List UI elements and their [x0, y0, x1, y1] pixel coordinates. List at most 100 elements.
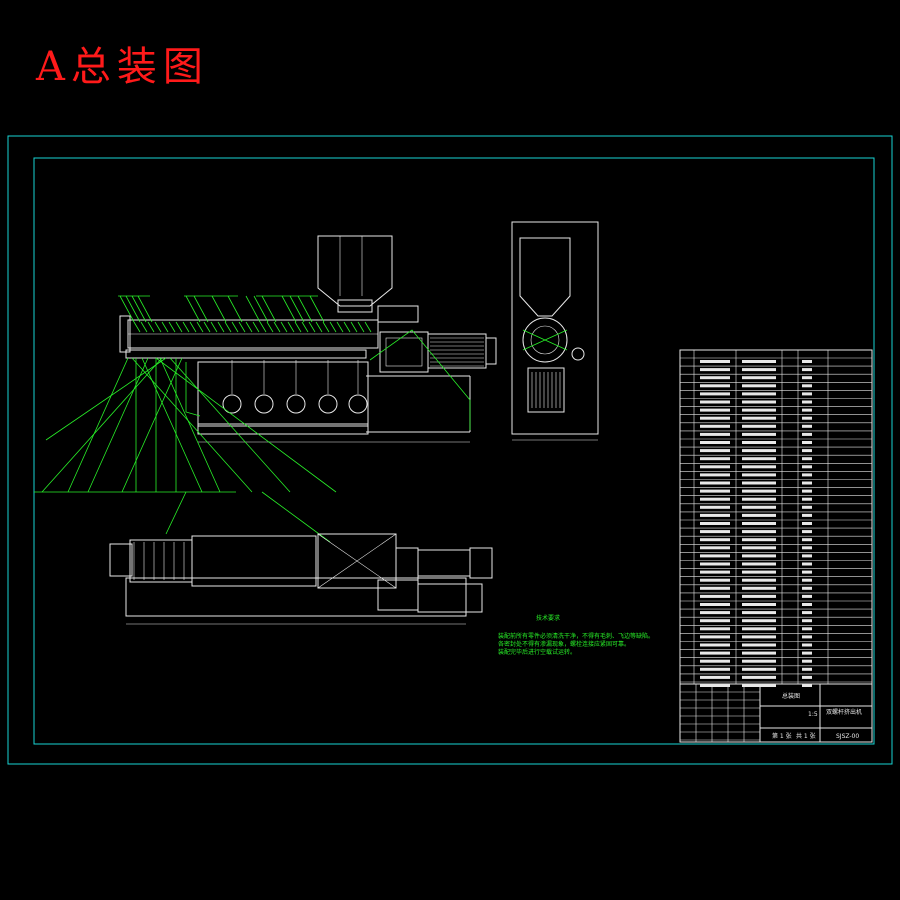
screw-flight [224, 321, 232, 333]
part-code [700, 473, 730, 477]
part-desc [742, 627, 776, 631]
part-desc [742, 513, 776, 517]
part-code [700, 578, 730, 582]
heater-unit [348, 394, 368, 414]
part-desc [742, 408, 776, 412]
part-code [700, 449, 730, 453]
part-code [700, 513, 730, 517]
part-desc [742, 684, 776, 687]
part-material [802, 611, 812, 615]
part-code [700, 643, 730, 647]
leader-line [67, 357, 129, 493]
leader-line [185, 295, 201, 323]
part-code [700, 400, 730, 404]
part-material [802, 538, 812, 542]
part-desc [742, 368, 776, 372]
part-material [802, 489, 812, 493]
heater-unit [286, 394, 306, 414]
part-code [700, 562, 730, 566]
leader-line [41, 357, 163, 493]
part-desc [742, 441, 776, 444]
part-code [700, 497, 730, 501]
drawing-name: 总装图 [782, 692, 800, 700]
part-code [700, 635, 730, 639]
part-code [700, 586, 730, 590]
part-material [802, 554, 812, 558]
part-desc [742, 473, 776, 477]
screw-flight [175, 321, 183, 333]
leader-line [261, 295, 277, 323]
part-material [802, 570, 812, 574]
screw-flight [140, 321, 148, 333]
parts-table-border [679, 349, 873, 685]
screw-flight [161, 321, 169, 333]
part-code [700, 675, 730, 679]
part-desc [742, 400, 776, 404]
part-material [802, 505, 812, 509]
leader-line [141, 357, 203, 493]
part-material [802, 416, 812, 420]
part-material [802, 408, 812, 412]
part-code [700, 376, 730, 380]
leader-line [369, 329, 471, 430]
drawing-number: SJSZ-00 [836, 733, 859, 740]
screw-flight [147, 321, 155, 333]
screw-flight [273, 321, 281, 333]
part-material [802, 424, 812, 428]
screw-flight [231, 321, 239, 333]
plan-view [109, 533, 493, 625]
part-desc [742, 578, 776, 582]
part-code [700, 505, 730, 509]
part-desc [742, 465, 776, 469]
part-code [700, 522, 730, 525]
notes-heading: 技术要求 [536, 614, 560, 622]
sheet-count: 共 1 张 [796, 732, 816, 740]
part-desc [742, 586, 776, 590]
part-material [802, 441, 812, 444]
screw-flight [259, 321, 267, 333]
outer-frame [7, 135, 893, 765]
leader-line [131, 295, 147, 323]
part-desc [742, 416, 776, 420]
screw-flight [322, 321, 330, 333]
part-code [700, 667, 730, 671]
part-code [700, 538, 730, 542]
screw-flight [210, 321, 218, 333]
leader-line [297, 295, 313, 323]
notes-line: 装配前所有零件必须清洗干净，不得有毛刺、飞边等缺陷。 [498, 632, 654, 640]
leader-line [159, 357, 221, 493]
front-view [119, 235, 497, 443]
screw-flight [350, 321, 358, 333]
part-material [802, 384, 812, 388]
part-material [802, 643, 812, 647]
leader-line [253, 295, 269, 323]
part-desc [742, 522, 776, 525]
title-block: 总装图 双螺杆挤出机 SJSZ-00 1:5 第 1 张 共 1 张 [679, 683, 873, 743]
part-code [700, 441, 730, 444]
part-code [700, 392, 730, 396]
notes-line: 各密封处不得有渗漏现象，螺栓连接应紧固可靠。 [498, 640, 630, 648]
part-material [802, 530, 812, 534]
heater-unit [318, 394, 338, 414]
part-desc [742, 651, 776, 655]
screw-flight [154, 321, 162, 333]
part-material [802, 465, 812, 469]
part-material [802, 586, 812, 590]
screw-flight [315, 321, 323, 333]
part-code [700, 554, 730, 558]
part-desc [742, 570, 776, 574]
sheet-number: 第 1 张 [772, 732, 792, 740]
leader-line [119, 295, 135, 323]
part-desc [742, 635, 776, 639]
part-code [700, 546, 730, 550]
part-code [700, 594, 730, 598]
part-code [700, 603, 730, 606]
leader-line [245, 295, 261, 323]
screw-flight [287, 321, 295, 333]
part-desc [742, 675, 776, 679]
part-material [802, 659, 812, 663]
part-material [802, 635, 812, 639]
part-code [700, 432, 730, 436]
part-desc [742, 481, 776, 485]
part-material [802, 376, 812, 380]
